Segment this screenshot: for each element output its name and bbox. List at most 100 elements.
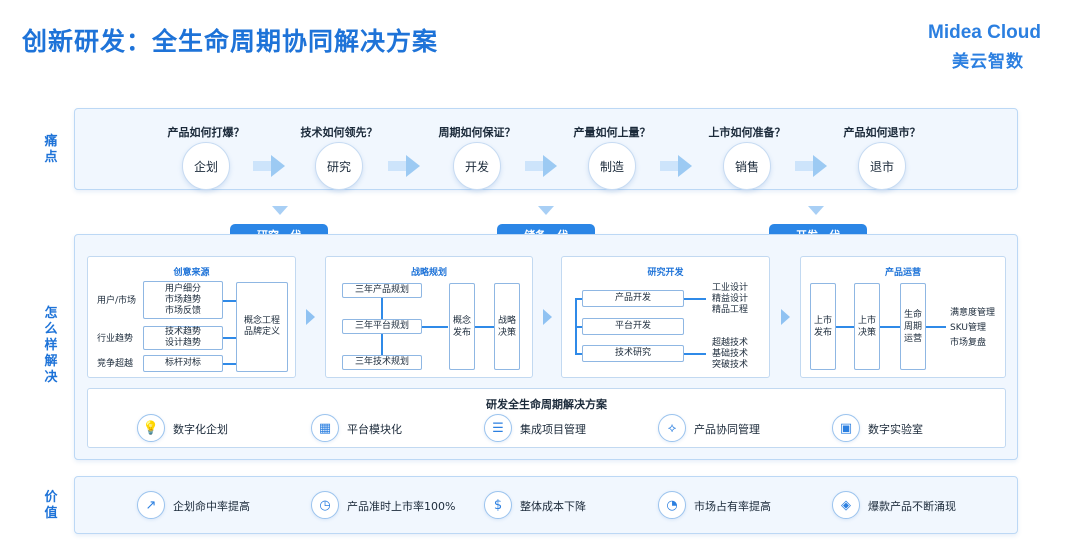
connector	[475, 326, 494, 328]
flow-arrow	[270, 155, 285, 177]
dollar-icon: $	[484, 491, 512, 519]
page-title: 创新研发：全生命周期协同解决方案	[22, 27, 439, 56]
connector	[926, 326, 946, 328]
flow-arrow	[542, 155, 557, 177]
row-label: 行业趋势	[97, 334, 134, 344]
flow-arrow-tail	[252, 161, 271, 171]
launch-release: 上市发布	[810, 283, 836, 370]
row-label: 用户/市场	[97, 296, 137, 306]
flow-arrow	[406, 155, 420, 177]
network-icon: ⟡	[658, 414, 686, 442]
brand-logo: Midea Cloud 美云智数	[924, 22, 1064, 72]
concept-release: 概念发布	[449, 283, 475, 370]
creative-item: 市场反馈	[164, 305, 201, 316]
grid-icon: ▦	[311, 414, 339, 442]
output-item: 超越技术	[712, 338, 749, 348]
stage-circle: 销售	[723, 142, 771, 190]
section-label-how: 怎么样解决	[44, 306, 58, 385]
connector	[381, 298, 383, 319]
output-item: 突破技术	[712, 360, 749, 370]
output-group: 超越技术 基础技术 突破技术	[712, 338, 748, 371]
flow-arrow-tail	[794, 161, 813, 171]
value-label: 企划命中率提高	[173, 500, 250, 513]
panel-title: 战略规划	[410, 268, 447, 278]
stage-circle: 退市	[858, 142, 906, 190]
value-label: 整体成本下降	[520, 500, 586, 513]
down-arrow	[272, 206, 288, 215]
output-item: 精益设计	[712, 294, 749, 304]
ops-output: 市场复盘	[950, 338, 987, 348]
creative-item: 标杆对标	[143, 355, 223, 372]
creative-item: 用户细分	[164, 283, 201, 294]
ops-output: SKU管理	[950, 323, 986, 333]
clock-icon: ◷	[311, 491, 339, 519]
solution-label: 平台模块化	[347, 423, 402, 436]
list-icon: ☰	[484, 414, 512, 442]
lifecycle-ops: 生命周期运营	[900, 283, 926, 370]
connector	[575, 326, 582, 328]
stage-circle: 制造	[588, 142, 636, 190]
pain-question: 上市如何准备？	[708, 126, 786, 139]
creative-item: 市场趋势	[164, 294, 201, 305]
connector	[575, 298, 582, 300]
technology-research: 技术研究	[582, 345, 684, 362]
launch-decision: 上市决策	[854, 283, 880, 370]
pain-question: 产量如何上量？	[573, 126, 651, 139]
creative-items: 用户细分 市场趋势 市场反馈	[143, 281, 223, 319]
ops-output: 满意度管理	[950, 308, 996, 318]
ops-outputs: 满意度管理 SKU管理 市场复盘	[950, 306, 995, 351]
logo-brand: Midea Cloud	[928, 22, 1041, 43]
lab-icon: ▣	[832, 414, 860, 442]
pain-question: 周期如何保证？	[438, 126, 516, 139]
panel-title: 创意来源	[173, 268, 210, 278]
stage-circle: 企划	[182, 142, 230, 190]
solution-title: 研发全生命周期解决方案	[486, 398, 607, 411]
value-band	[74, 476, 1018, 534]
solution-label: 数字实验室	[868, 423, 923, 436]
flow-arrow	[677, 155, 692, 177]
connector	[223, 363, 236, 365]
section-label-pain: 痛点	[44, 134, 58, 165]
connector	[684, 353, 706, 355]
solution-label: 集成项目管理	[520, 423, 586, 436]
logo-cn: 美云智数	[952, 52, 1024, 72]
pain-question: 产品如何退市？	[843, 126, 921, 139]
stage-circle: 研究	[315, 142, 363, 190]
concept-definition: 概念工程 品牌定义	[236, 282, 288, 372]
connector	[684, 298, 706, 300]
output-group: 工业设计 精益设计 精品工程	[712, 283, 748, 316]
creative-item: 技术趋势	[164, 327, 201, 337]
row-label: 竞争超越	[97, 359, 134, 369]
plan-platform: 三年平台规划	[342, 319, 422, 334]
flow-arrow	[812, 155, 827, 177]
value-label: 市场占有率提高	[694, 500, 771, 513]
creative-item: 设计趋势	[164, 338, 201, 348]
creative-items: 技术趋势 设计趋势	[143, 326, 223, 350]
flow-arrow-tail	[524, 161, 543, 171]
pie-icon: ◔	[658, 491, 686, 519]
connector	[223, 337, 236, 339]
value-label: 爆款产品不断涌现	[868, 500, 956, 513]
plan-technology: 三年技术规划	[342, 355, 422, 370]
panel-title: 研究开发	[647, 268, 684, 278]
connector	[575, 353, 582, 355]
section-label-value: 价值	[44, 490, 58, 521]
plan-product: 三年产品规划	[342, 283, 422, 298]
solution-label: 产品协同管理	[694, 423, 760, 436]
connector	[880, 326, 900, 328]
connector	[381, 334, 383, 355]
panel-title: 产品运营	[884, 268, 921, 278]
flow-arrow	[781, 309, 790, 325]
flow-arrow	[306, 309, 315, 325]
stage-circle: 开发	[453, 142, 501, 190]
solution-label: 数字化企划	[173, 423, 228, 436]
cube-icon: ◈	[832, 491, 860, 519]
strategy-decision: 战略决策	[494, 283, 520, 370]
solution-panel: 研发全生命周期解决方案	[87, 388, 1006, 448]
pain-question: 产品如何打爆？	[167, 126, 245, 139]
down-arrow	[808, 206, 824, 215]
pain-question: 技术如何领先？	[300, 126, 378, 139]
connector	[223, 300, 236, 302]
output-item: 精品工程	[712, 305, 749, 315]
connector	[836, 326, 854, 328]
